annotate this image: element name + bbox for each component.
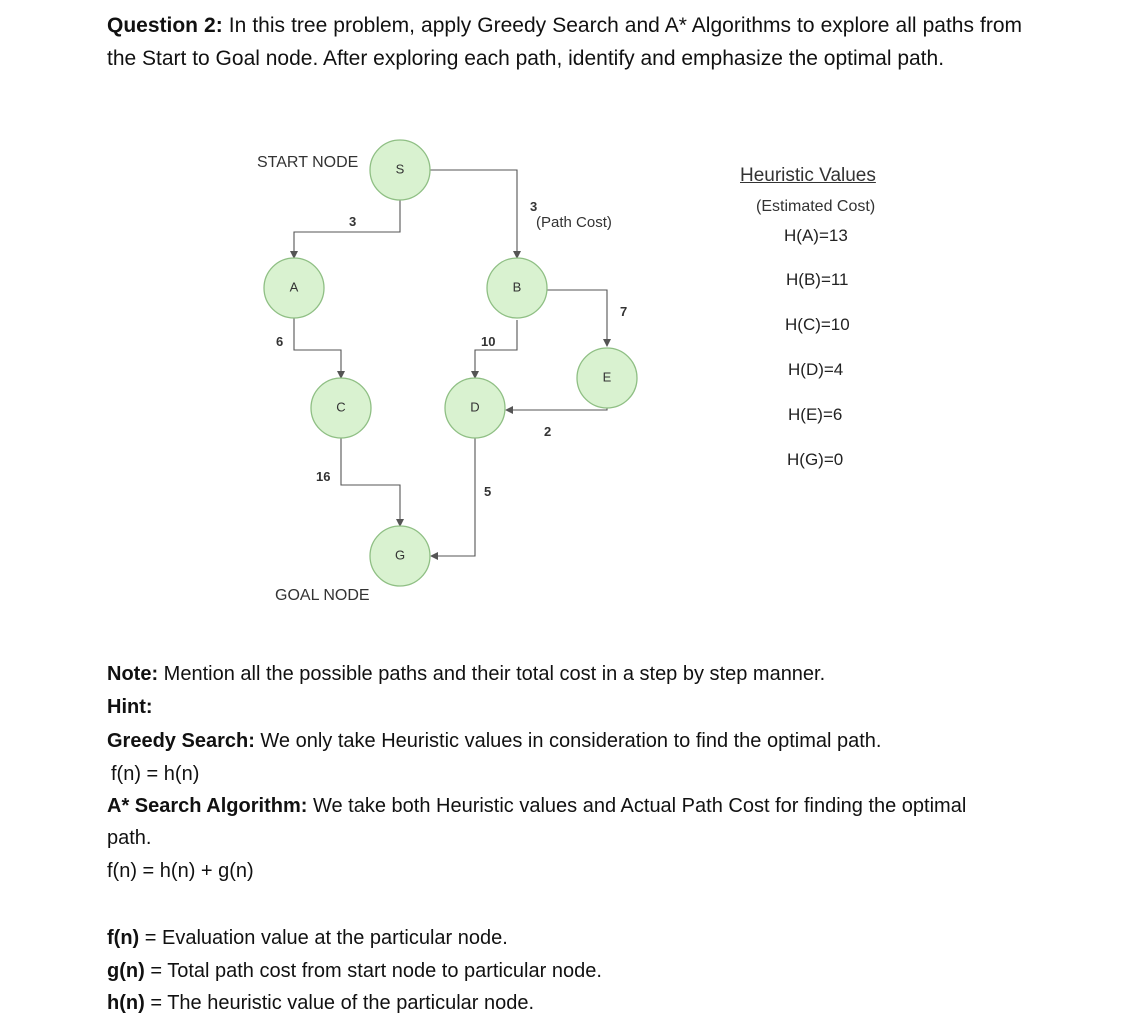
astar-line: A* Search Algorithm: We take both Heuris… (107, 791, 966, 821)
start-node-label: START NODE (257, 154, 358, 171)
heuristic-g: H(G)=0 (787, 450, 844, 469)
cost-e-d: 2 (544, 424, 551, 439)
node-d: D (444, 377, 506, 439)
heuristic-d: H(D)=4 (788, 360, 844, 379)
node-g: G (369, 525, 431, 587)
tree-diagram: S A B E C D G START NODE GOAL NODE (Path… (257, 139, 638, 604)
edge-s-a (290, 200, 401, 259)
edge-c-g (340, 438, 404, 527)
astar-label: A* Search Algorithm: (107, 795, 308, 817)
cost-b-d: 10 (481, 334, 495, 349)
heuristic-a: H(A)=13 (784, 226, 848, 245)
path-cost-label: (Path Cost) (536, 214, 612, 231)
edge-d-g (430, 438, 476, 560)
cost-b-e: 7 (620, 304, 627, 319)
gn-label: g(n) (107, 960, 145, 982)
question-paragraph: Question 2: In this tree problem, apply … (107, 9, 1022, 75)
gn-text: = Total path cost from start node to par… (144, 960, 602, 982)
fn-label: f(n) (107, 927, 140, 949)
note-text: Mention all the possible paths and their… (158, 663, 826, 685)
node-e: E (576, 347, 638, 409)
edge-b-d (471, 320, 518, 379)
astar-text-continued: path. (107, 827, 152, 849)
heuristic-e: H(E)=6 (788, 405, 843, 424)
cost-c-g: 16 (316, 469, 330, 484)
heuristic-b: H(B)=11 (786, 270, 849, 289)
node-b-label: B (513, 279, 522, 294)
edge-b-e (547, 289, 611, 347)
astar-formula: f(n) = h(n) + g(n) (107, 860, 254, 882)
node-d-label: D (470, 399, 479, 414)
edge-s-b (430, 169, 521, 259)
note-label: Note: (107, 663, 159, 685)
edge-e-d (505, 406, 608, 414)
node-b: B (486, 257, 548, 319)
hn-text: = The heuristic value of the particular … (144, 992, 535, 1014)
greedy-label: Greedy Search: (107, 730, 255, 752)
heuristic-c: H(C)=10 (785, 315, 850, 334)
cost-s-b: 3 (530, 199, 537, 214)
astar-text: We take both Heuristic values and Actual… (307, 795, 967, 817)
fn-text: = Evaluation value at the particular nod… (139, 927, 508, 949)
edge-a-c (293, 318, 345, 379)
node-a-label: A (290, 279, 299, 294)
cost-s-a: 3 (349, 214, 356, 229)
node-e-label: E (603, 369, 612, 384)
heuristic-subtitle: (Estimated Cost) (756, 198, 876, 215)
node-g-label: G (395, 547, 405, 562)
node-a: A (263, 257, 325, 319)
node-s: S (369, 139, 431, 201)
node-c-label: C (336, 399, 345, 414)
node-c: C (310, 377, 372, 439)
question-label: Question 2: (107, 14, 223, 37)
node-s-label: S (396, 161, 405, 176)
heuristic-title: Heuristic Values (740, 165, 876, 186)
hint-label: Hint: (107, 696, 153, 718)
greedy-line: Greedy Search: We only take Heuristic va… (107, 726, 882, 756)
cost-a-c: 6 (276, 334, 283, 349)
hn-label: h(n) (107, 992, 145, 1014)
fn-definition: f(n) = Evaluation value at the particula… (107, 923, 508, 953)
question-text: In this tree problem, apply Greedy Searc… (107, 14, 1022, 70)
cost-d-g: 5 (484, 484, 491, 499)
hn-definition: h(n) = The heuristic value of the partic… (107, 988, 534, 1018)
greedy-formula: f(n) = h(n) (111, 763, 200, 785)
gn-definition: g(n) = Total path cost from start node t… (107, 956, 602, 986)
hint-line: Hint: (107, 692, 153, 722)
goal-node-label: GOAL NODE (275, 587, 370, 604)
note-line: Note: Mention all the possible paths and… (107, 659, 825, 689)
greedy-text: We only take Heuristic values in conside… (254, 730, 882, 752)
